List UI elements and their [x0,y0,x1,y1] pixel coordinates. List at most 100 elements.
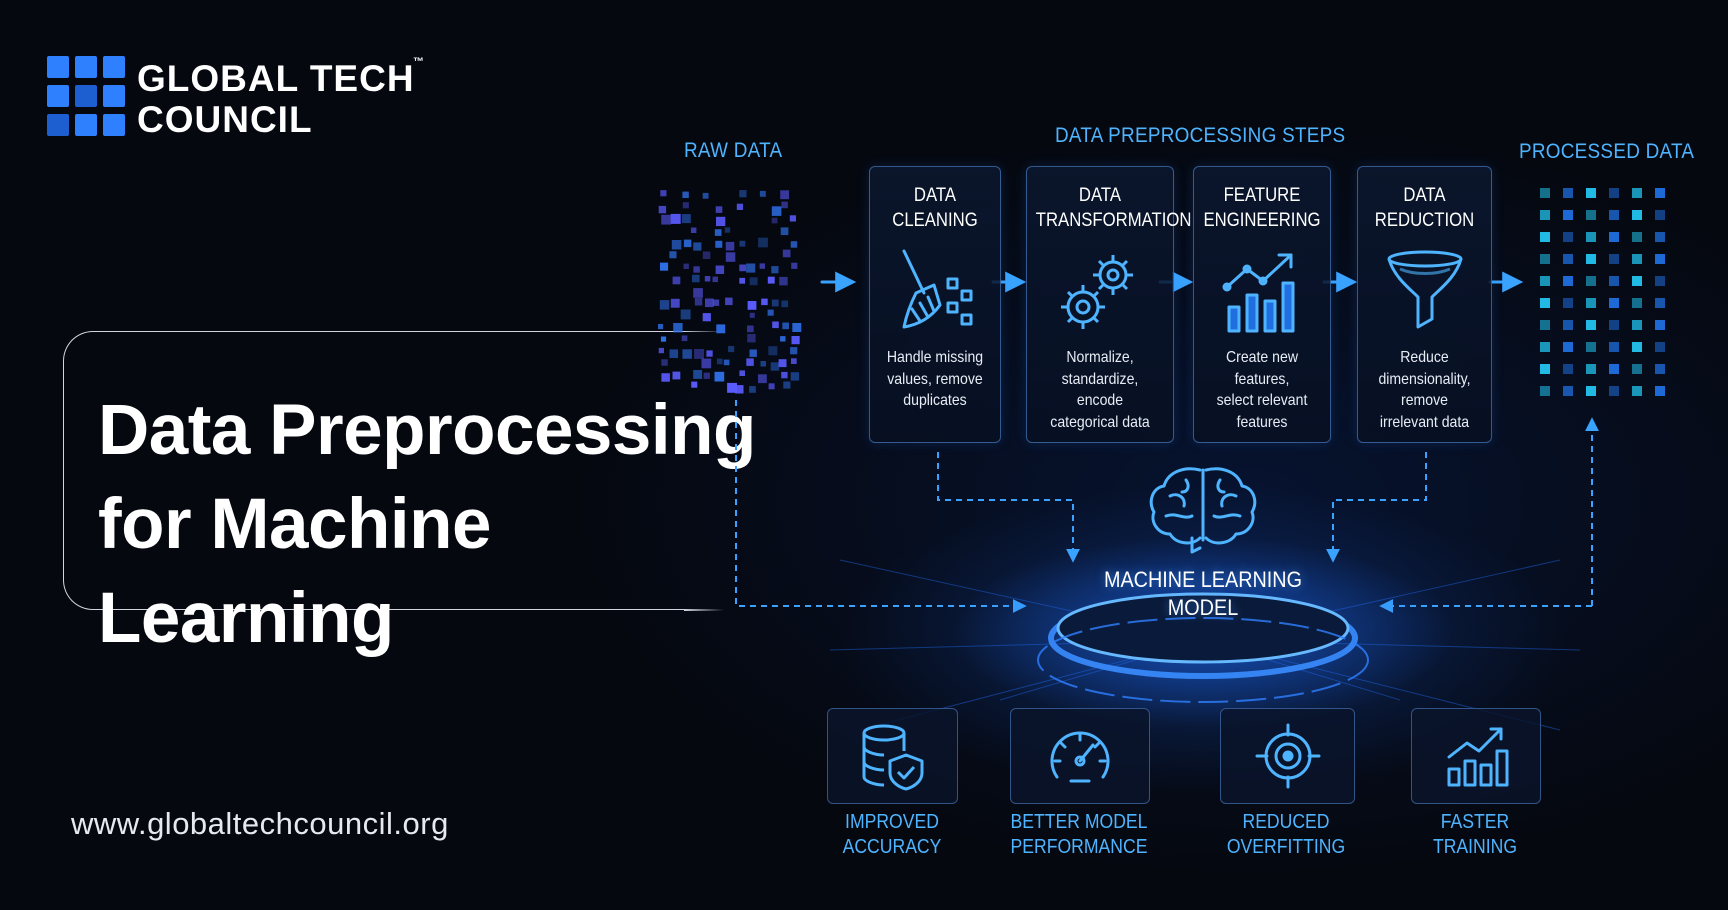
processed-data-dot [1586,298,1596,308]
raw-data-header: RAW DATA [684,139,783,162]
raw-data-dot [669,349,679,358]
processed-data-dot [1632,386,1642,396]
processed-data-dot [1655,188,1665,198]
benefit-label-line1: FASTER [1440,811,1510,833]
step-description: Reduce dimensionality, remove irrelevant… [1366,347,1483,433]
benefit-label-line1: IMPROVED [845,811,939,833]
step-title-line2: ENGINEERING [1203,210,1321,231]
raw-data-dot [661,214,671,225]
raw-data-dot [693,370,703,379]
raw-data-dot [692,274,700,283]
processed-data-dot [1586,188,1596,198]
raw-data-dot [783,381,791,389]
raw-data-dot [690,227,697,233]
processed-data-dot [1609,254,1619,264]
raw-data-dot [746,358,754,366]
raw-data-dot [782,249,791,258]
benefit-improved-accuracy [827,708,958,804]
dashed-reduction-to-model [1326,452,1427,563]
raw-data-dot [767,309,774,316]
raw-data-dot [749,386,756,393]
benefit-better-model-performance [1010,708,1150,804]
raw-data-dot [791,262,798,269]
processed-data-dot [1655,364,1665,374]
raw-data-dot [779,276,788,286]
step-desc-line: remove [1401,392,1448,409]
processed-data-dot [1586,320,1596,330]
processed-data-dot [1609,210,1619,220]
benefit-label-faster-training: FASTER TRAINING [1409,810,1541,860]
step-desc-line: features, [1234,370,1290,388]
raw-data-dot [759,263,765,269]
step-desc-line: Handle missing [886,349,984,366]
raw-data-dot [792,323,802,332]
raw-data-dot [758,237,768,248]
step-desc-line: dimensionality, [1378,370,1471,388]
processed-data-dot [1563,386,1573,396]
raw-data-dot [723,359,730,366]
raw-data-dot [714,371,725,382]
logo: GLOBAL TECH COUNCIL ™ [47,56,437,140]
processed-data-dot [1655,276,1665,286]
raw-data-dot [739,240,746,247]
raw-data-dot [781,201,788,209]
raw-data-dot [681,335,688,342]
raw-data-dot [714,229,722,236]
raw-data-dot [789,215,796,222]
raw-data-dot [739,264,746,272]
raw-data-dot [758,374,767,384]
raw-data-dot [693,242,702,251]
raw-data-dot [739,190,747,198]
step-title: FEATURE ENGINEERING [1202,183,1322,233]
processed-data-dot [1632,276,1642,286]
raw-data-dot [680,309,691,320]
step-title-line1: FEATURE [1223,185,1301,206]
raw-data-dot [771,299,779,307]
raw-data-dot [715,265,725,274]
processed-data-dot [1586,386,1596,396]
raw-data-dot [682,202,689,209]
raw-data-dot [771,206,782,216]
trademark: ™ [413,56,424,68]
step-desc-line: select relevant [1216,392,1308,409]
logo-grid-icon [47,56,125,136]
raw-data-dot [691,381,698,388]
step-title-line1: DATA [1078,185,1122,206]
processed-data-dot [1586,364,1596,374]
raw-data-dot [747,325,754,333]
raw-data-dot [790,372,800,381]
raw-data-dot [739,370,745,376]
step-desc-line: features [1236,413,1288,431]
raw-data-dot [702,251,711,259]
raw-data-dot [780,227,789,236]
raw-data-dot [661,359,668,366]
raw-data-dot [716,358,723,365]
model-label-line1: MACHINE LEARNING [1103,567,1303,592]
benefit-label-line1: BETTER MODEL [1010,811,1148,833]
raw-data-dot [701,358,712,369]
processed-data-dot [1563,364,1573,374]
raw-data-dot [659,300,670,310]
processed-data-dot [1540,210,1550,220]
step-card-feature-engineering: FEATURE ENGINEERING Create new features,… [1193,166,1331,443]
raw-data-dot [660,262,669,271]
processed-data-dot [1563,254,1573,264]
raw-data-dot [791,336,800,345]
website-url[interactable]: www.globaltechcouncil.org [71,806,449,841]
title-line1: Data Preprocessing [98,391,756,470]
title-line2: for Machine Learning [98,485,491,658]
raw-data-dot [791,358,797,364]
brain-icon [1149,467,1257,554]
processed-data-dot [1609,298,1619,308]
processed-data-dot [1540,276,1550,286]
processed-data-dot [1563,342,1573,352]
processed-data-dot [1609,188,1619,198]
step-desc-line: Create new [1225,349,1298,366]
raw-data-dot [772,321,779,329]
raw-data-dot [724,227,731,233]
logo-text: GLOBAL TECH COUNCIL [137,58,415,140]
raw-data-dot [770,362,780,371]
raw-data-dot [683,239,692,248]
step-title: DATA CLEANING [878,183,992,233]
